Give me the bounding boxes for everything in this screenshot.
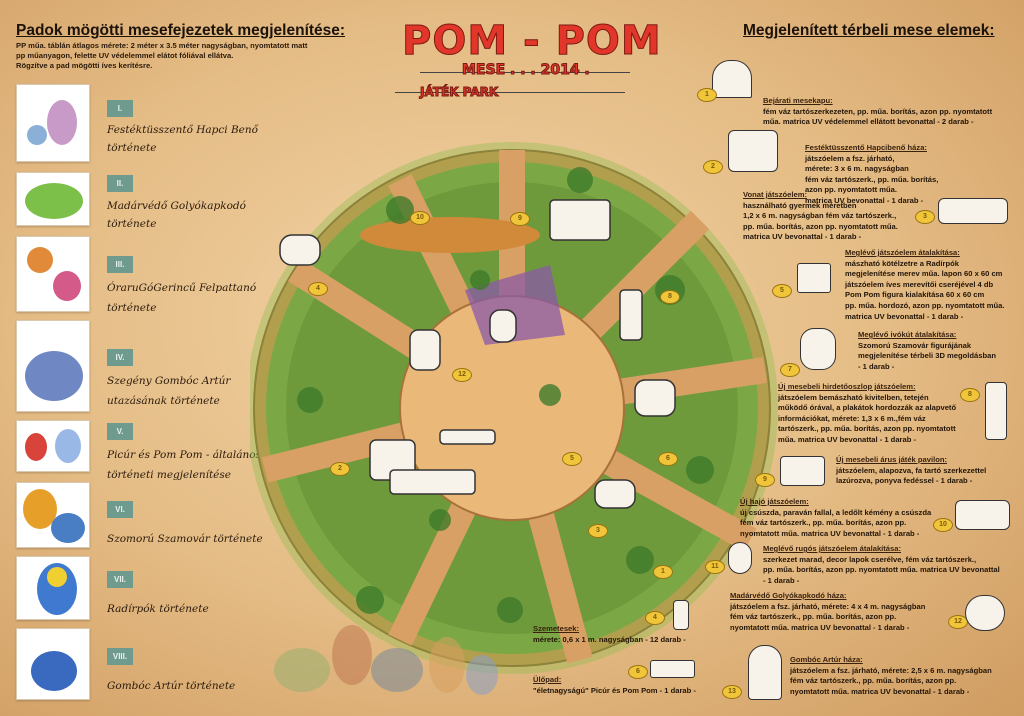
rope-frame-sketch [797, 263, 831, 293]
story-title: Radírpók története [107, 603, 209, 615]
story-thumbnail-1 [16, 84, 90, 162]
logo-subtitle: MESE . . . 2014 . [462, 62, 591, 79]
story-number: VIII. [107, 648, 133, 665]
map-marker: 6 [658, 452, 678, 466]
item-marker: 8 [960, 388, 980, 402]
gate-sketch [712, 60, 752, 98]
story-title: Szomorú Szamovár története [107, 533, 263, 545]
logo-rule [395, 92, 625, 93]
story-number: V. [107, 423, 133, 440]
story-number: VII. [107, 571, 133, 588]
column-sketch [985, 382, 1007, 440]
story-number: II. [107, 175, 133, 192]
legend-item-pavilion: Új mesebeli árus játék pavilon:játszóele… [836, 455, 987, 486]
legend-item-ship: Új hajó játszóelem:új csúszda, paraván f… [740, 497, 932, 538]
map-marker: 1 [653, 565, 673, 579]
item-marker: 13 [722, 685, 742, 699]
legend-item-train: Vonat játszóelem:használható gyermek mér… [743, 190, 898, 242]
story-title: Picúr és Pom Pom - általános történeti m… [107, 449, 261, 481]
story-title: Madárvédő Golyókapkodó története [107, 200, 246, 230]
intro-line: pp műanyagon, felette UV védelemmel elát… [16, 51, 234, 60]
house-sketch [728, 130, 778, 172]
story-number: III. [107, 256, 133, 273]
item-marker: 3 [915, 210, 935, 224]
bird-house-sketch [965, 595, 1005, 631]
pavilion-sketch [780, 456, 825, 486]
right-heading: Megjelenített térbeli mese elemek: [743, 22, 995, 39]
logo-title: POM - POM [402, 18, 662, 65]
story-title: Festéktüsszentő Hapci Benő története [107, 124, 258, 154]
ship-sketch [955, 500, 1010, 530]
legend-item-bench: Ülőpad:"életnagyságú" Picúr és Pom Pom -… [533, 675, 696, 695]
story-thumbnail-6 [16, 482, 90, 548]
story-title: Szegény Gombóc Artúr utazásának történet… [107, 375, 231, 407]
item-marker: 2 [703, 160, 723, 174]
logo-rule [420, 72, 630, 73]
train-sketch [938, 198, 1008, 224]
item-marker: 10 [933, 518, 953, 532]
map-marker: 2 [330, 462, 350, 476]
legend-item-gate: Bejárati mesekapu:fém váz tartószerkezet… [763, 96, 993, 127]
legend-item-hapcibeno-house: Festéktüsszentő Hapcibenő háza:játszóele… [805, 143, 939, 205]
map-marker: 12 [452, 368, 472, 382]
spring-rider-sketch [728, 542, 752, 574]
ship-deck [360, 217, 540, 253]
item-marker: 7 [780, 363, 800, 377]
gomboc-house-sketch [748, 645, 782, 700]
story-thumbnail-4 [16, 320, 90, 412]
legend-item-gomboc-house: Gombóc Artúr háza:játszóelem a fsz. járh… [790, 655, 992, 696]
item-marker: 12 [948, 615, 968, 629]
fountain-sketch [800, 328, 836, 370]
map-marker: 4 [308, 282, 328, 296]
story-thumbnail-2 [16, 172, 90, 226]
story-title: Gombóc Artúr története [107, 680, 236, 692]
cartoon-characters [274, 625, 498, 695]
story-number: VI. [107, 501, 133, 518]
legend-item-advertising-column: Új mesebeli hirdetőoszlop játszóelem:ját… [778, 382, 957, 444]
logo-subtitle-2: JÁTÉK PARK [419, 85, 499, 100]
story-thumbnail-7 [16, 556, 90, 620]
map-marker: 9 [510, 212, 530, 226]
legend-item-bird-house: Madárvédő Golyókapkodó háza:játszóelem a… [730, 591, 926, 632]
item-marker: 4 [645, 611, 665, 625]
item-marker: 1 [697, 88, 717, 102]
left-heading: Padok mögötti mesefejezetek megjelenítés… [16, 22, 346, 39]
intro-line: Rögzítve a pad mögötti íves kerítésre. [16, 61, 153, 70]
item-marker: 9 [755, 473, 775, 487]
map-marker: 5 [562, 452, 582, 466]
item-marker: 5 [772, 284, 792, 298]
story-thumbnail-5 [16, 420, 90, 472]
legend-item-trash-bins: Szemetesek:mérete: 0,6 x 1 m. nagyságban… [533, 624, 686, 644]
story-number: IV. [107, 349, 133, 366]
trash-bin-sketch [673, 600, 689, 630]
play-structures [279, 199, 676, 509]
item-marker: 6 [628, 665, 648, 679]
story-title: ÓraruGóGerincű Felpattanó története [107, 282, 257, 314]
legend-item-fountain: Meglévő ivókút átalakítása:Szomorú Szamo… [858, 330, 997, 371]
intro-line: PP műa. táblán átlagos mérete: 2 méter x… [16, 41, 308, 50]
story-thumbnail-3 [16, 236, 90, 312]
item-marker: 11 [705, 560, 725, 574]
left-intro: PP műa. táblán átlagos mérete: 2 méter x… [16, 41, 356, 71]
trees [297, 167, 714, 623]
map-marker: 10 [410, 211, 430, 225]
story-thumbnail-8 [16, 628, 90, 700]
story-number: I. [107, 100, 133, 117]
map-marker: 3 [588, 524, 608, 538]
legend-item-spring-rider: Meglévő rugós játszóelem átalakítása:sze… [763, 544, 1000, 585]
map-marker: 8 [660, 290, 680, 304]
legend-item-rope-structure: Meglévő játszóelem átalakítása:mászható … [845, 248, 1005, 321]
bench-sketch [650, 660, 695, 678]
